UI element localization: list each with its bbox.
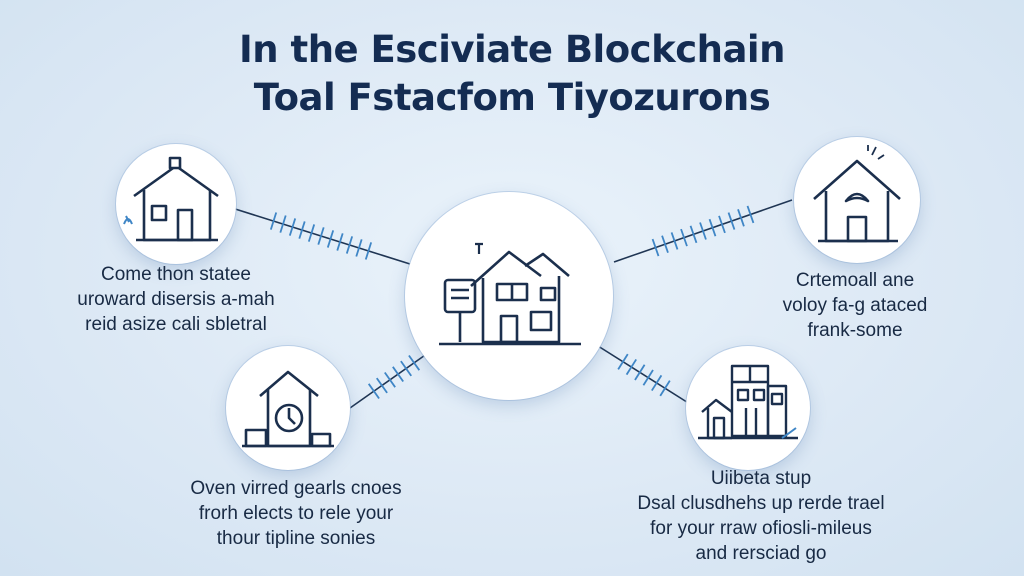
caption-line: Uiibeta stup (710, 468, 812, 489)
caption-line: Oven virred gearls cnoes (190, 478, 402, 499)
connector-tick (651, 238, 660, 257)
connector-tick (279, 215, 287, 233)
connector-tick (307, 224, 316, 242)
connector-tick (288, 218, 297, 236)
caption-line: reid asize cali sbletral (85, 314, 267, 335)
two-story-house-icon (439, 242, 581, 346)
connector-tick (718, 215, 726, 234)
caption-line: Dsal clusdhehs up rerde trael (637, 493, 885, 514)
house-icon (123, 156, 219, 242)
connector-tick (345, 236, 354, 254)
node-center (405, 192, 613, 400)
caption-line: Crtemoall ane (795, 270, 915, 291)
caption-top-right: Crtemoall ane voloy fa-g ataced frank-so… (740, 268, 970, 343)
node-bottom-right (686, 346, 810, 470)
connector-tick (298, 221, 306, 239)
connector-tick (392, 366, 404, 383)
connector-tick (634, 364, 646, 381)
diagram-title: In the Esciviate Blockchain Toal Fstacfo… (0, 26, 1024, 122)
caption-line: Come thon statee (101, 264, 251, 285)
connector-tick (317, 227, 325, 245)
node-bottom-left (226, 346, 350, 470)
connector-tick (625, 358, 637, 376)
connector-tick (376, 377, 388, 394)
caption-line: uroward disersis a-mah (77, 289, 275, 310)
connector-tick (269, 212, 278, 230)
connector-tick (708, 218, 717, 237)
caption-bottom-right: Uiibeta stup Dsal clusdhehs up rerde tra… (596, 466, 926, 566)
connector-tick (384, 371, 396, 388)
connector-tick (659, 380, 671, 397)
caption-line: frank-some (807, 320, 903, 341)
connector-tick (746, 205, 755, 224)
connector-tick (400, 360, 412, 377)
caption-line: and rersciad go (695, 543, 827, 564)
connector-tick (727, 212, 736, 230)
connector-tick (670, 232, 679, 250)
building-icon (698, 364, 798, 440)
connector-tick (642, 369, 654, 386)
caption-line: for your rraw ofiosli-mileus (650, 518, 872, 539)
connector-tick (355, 239, 363, 257)
connector-tick (367, 383, 380, 400)
node-top-right (794, 137, 920, 263)
connector-tick (680, 228, 688, 247)
caption-line: voloy fa-g ataced (782, 295, 928, 316)
caption-bottom-left: Oven virred gearls cnoes frorh elects to… (156, 476, 436, 551)
caption-line: frorh elects to rele your (198, 503, 394, 524)
house-icon (813, 145, 901, 243)
caption-line: thour tipline sonies (216, 528, 376, 549)
connector-tick (661, 235, 669, 254)
connector-tick (617, 353, 629, 370)
title-line-2: Toal Fstacfom Tiyozurons (253, 76, 771, 119)
connector-tick (737, 208, 745, 227)
node-top-left (116, 144, 236, 264)
title-line-1: In the Esciviate Blockchain (239, 28, 785, 71)
connector-tick (364, 242, 373, 260)
connector-tick (689, 225, 698, 244)
connector-line (597, 345, 691, 405)
connector-tick (651, 374, 663, 392)
connector-tick (699, 222, 707, 240)
connector-tick (336, 233, 344, 251)
connector-tick (408, 354, 421, 371)
connector-tick (326, 230, 335, 248)
caption-top-left: Come thon statee uroward disersis a-mah … (56, 262, 296, 337)
house-clock-icon (242, 370, 334, 448)
